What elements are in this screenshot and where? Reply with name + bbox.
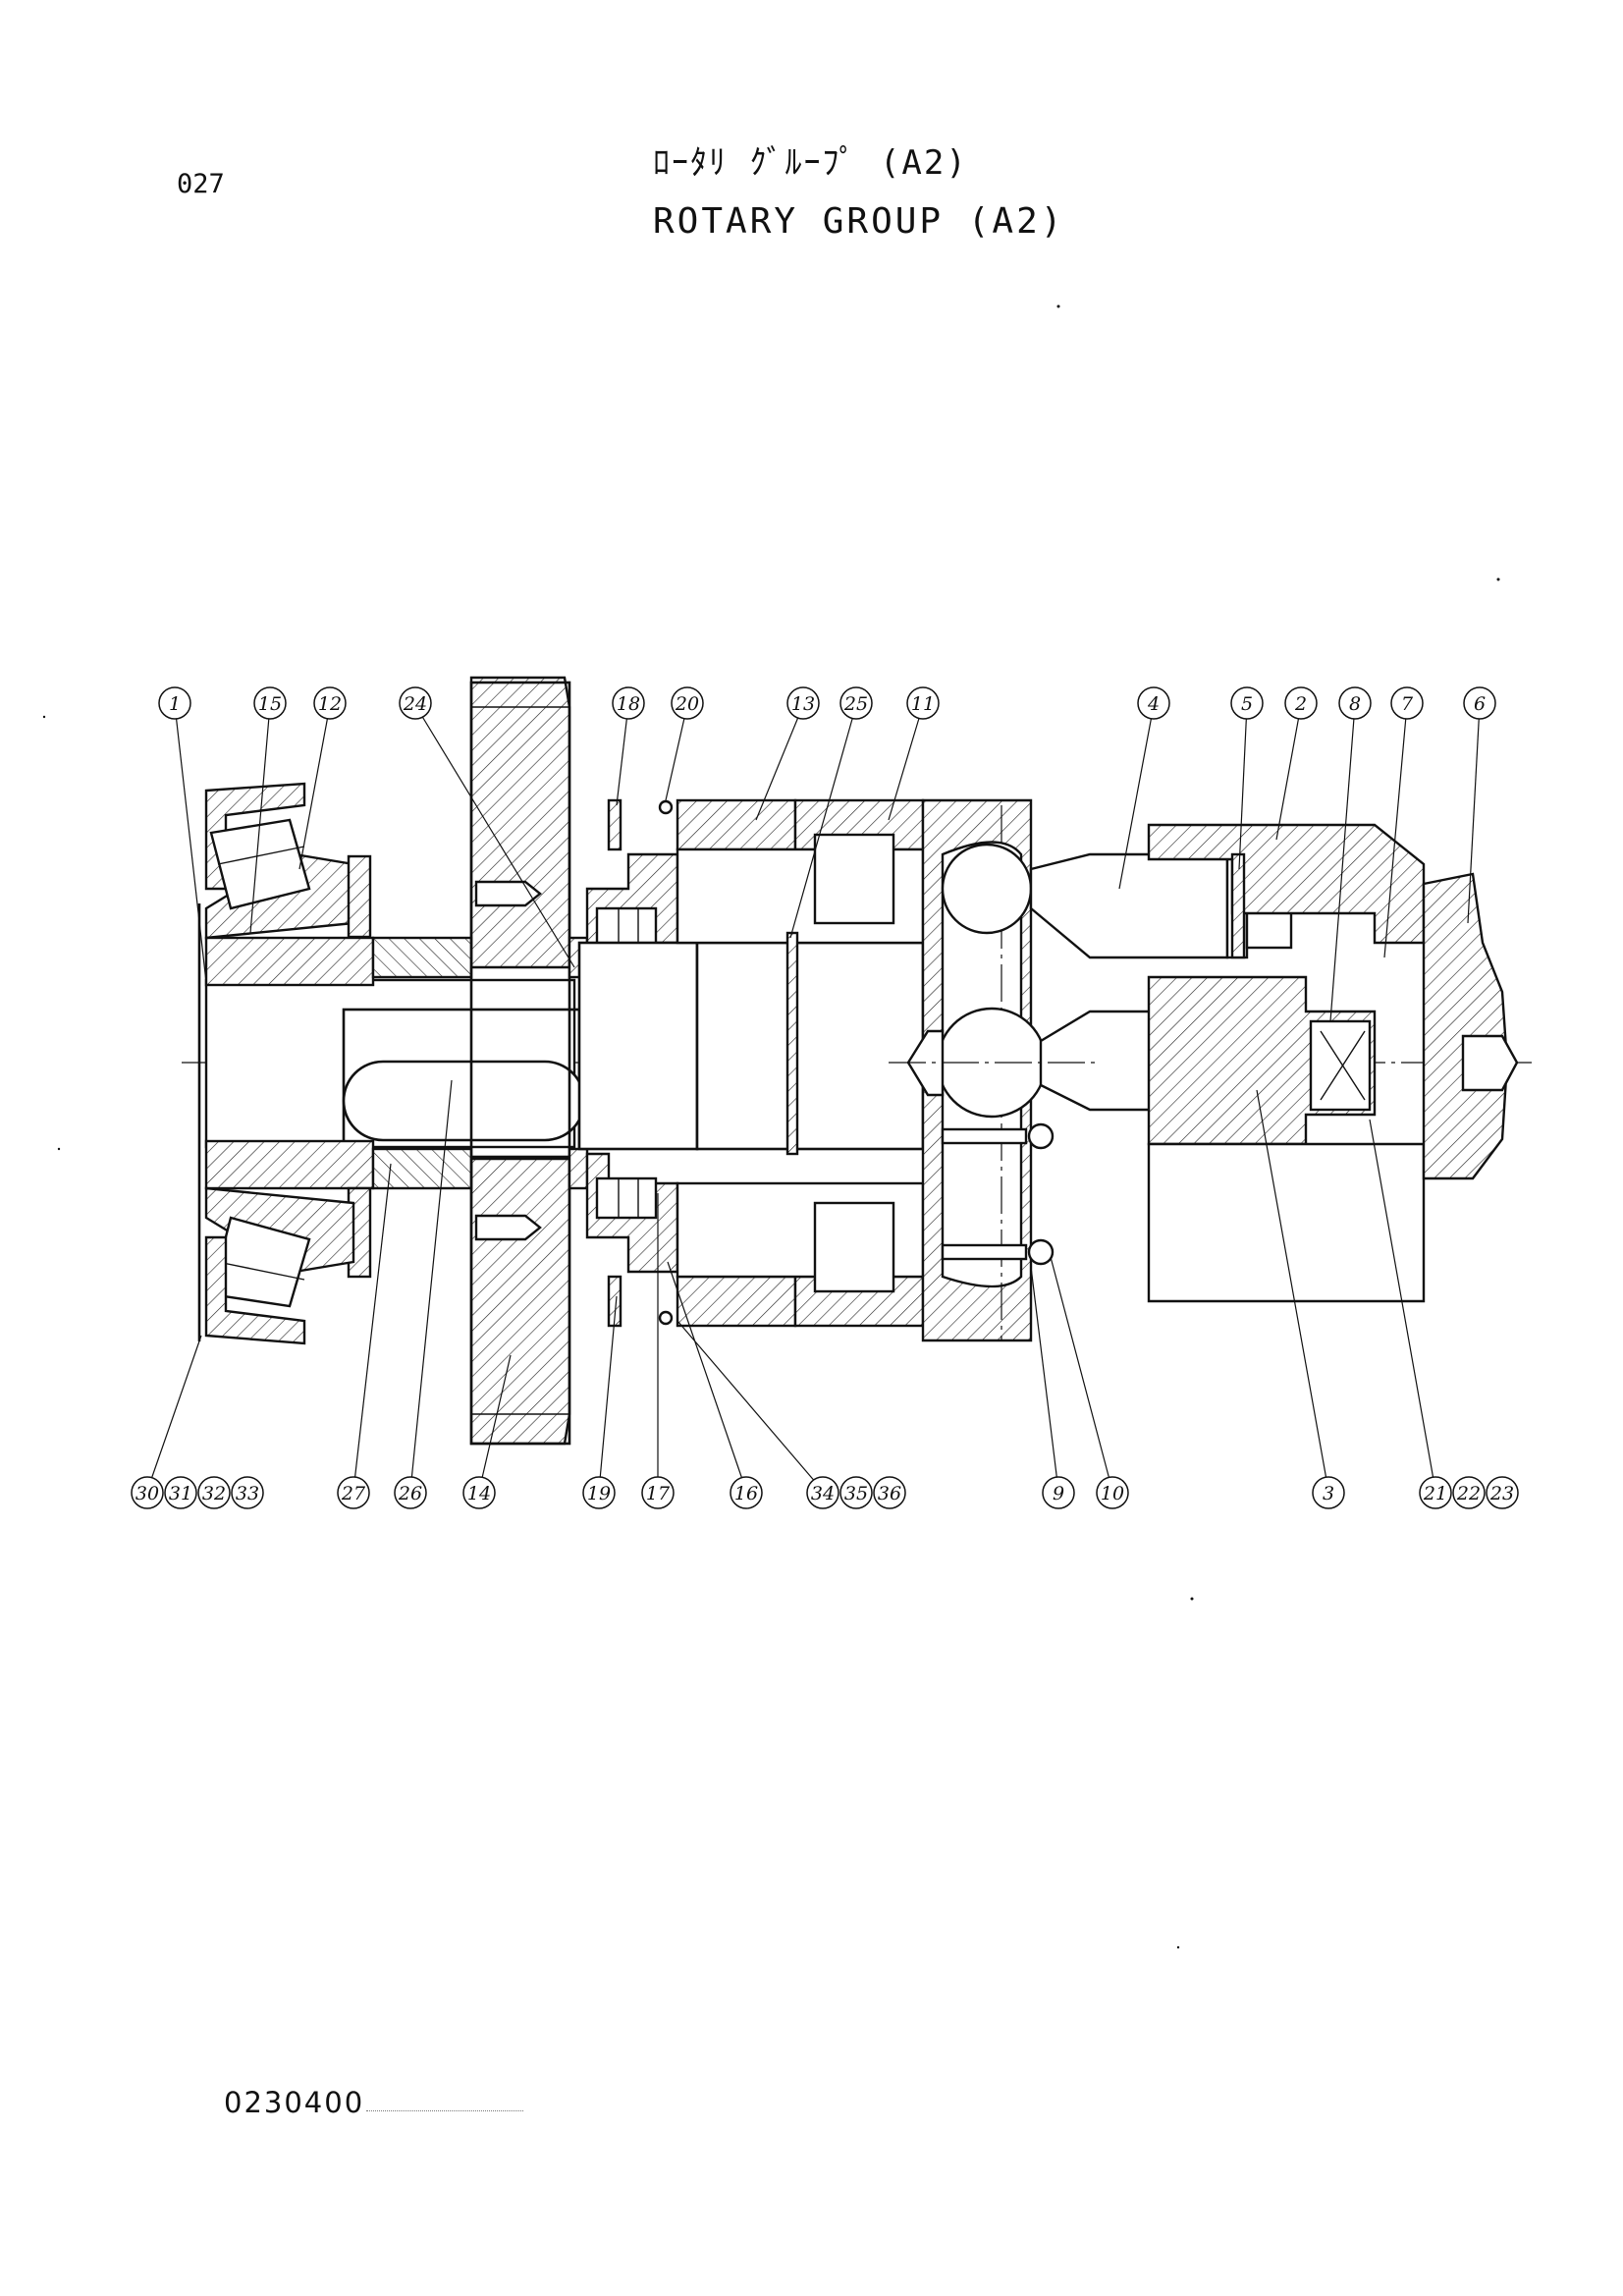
svg-text:5: 5 bbox=[1241, 693, 1253, 715]
callout-5: 5 bbox=[1230, 686, 1264, 720]
svg-text:10: 10 bbox=[1101, 1483, 1124, 1504]
callout-18: 18 bbox=[612, 686, 645, 720]
callout-27: 27 bbox=[337, 1476, 370, 1509]
svg-text:18: 18 bbox=[617, 693, 640, 715]
callout-2: 2 bbox=[1284, 686, 1318, 720]
svg-text:17: 17 bbox=[646, 1483, 671, 1504]
svg-text:3: 3 bbox=[1323, 1483, 1334, 1504]
barrel-housing bbox=[1147, 823, 1426, 1303]
gear bbox=[371, 676, 589, 1446]
svg-text:24: 24 bbox=[403, 693, 427, 715]
svg-text:31: 31 bbox=[169, 1483, 192, 1504]
callout-14: 14 bbox=[462, 1476, 496, 1509]
svg-text:13: 13 bbox=[791, 693, 815, 715]
svg-text:32: 32 bbox=[202, 1483, 226, 1504]
svg-text:16: 16 bbox=[734, 1483, 758, 1504]
callout-6: 6 bbox=[1463, 686, 1496, 720]
bearing-top bbox=[204, 782, 375, 987]
title-english: ROTARY GROUP (A2) bbox=[653, 201, 1065, 242]
callout-leaders bbox=[146, 704, 1481, 1492]
scan-specks bbox=[42, 304, 1500, 1949]
svg-text:7: 7 bbox=[1401, 693, 1414, 715]
callout-31: 31 bbox=[164, 1476, 197, 1509]
drawing-code: 0230400 bbox=[224, 2086, 365, 2119]
callout-24: 24 bbox=[399, 686, 432, 720]
callout-4: 4 bbox=[1137, 686, 1170, 720]
callout-35: 35 bbox=[839, 1476, 873, 1509]
callout-33: 33 bbox=[231, 1476, 264, 1509]
callouts-bottom: 30 31 32 33 27 26 14 19 17 16 34 35 36 9… bbox=[131, 1476, 1519, 1509]
callout-16: 16 bbox=[730, 1476, 763, 1509]
title-japanese: ﾛｰﾀﾘ ｸﾞﾙｰﾌﾟ (A2) bbox=[653, 143, 968, 183]
end-cap bbox=[1422, 872, 1519, 1180]
callouts-top: 1 15 12 24 18 20 13 25 11 4 5 2 8 7 6 bbox=[158, 686, 1496, 720]
svg-text:21: 21 bbox=[1423, 1483, 1447, 1504]
bearing-bottom bbox=[204, 1139, 375, 1345]
drawing-code-underline bbox=[366, 2110, 524, 2111]
callout-8: 8 bbox=[1338, 686, 1372, 720]
callout-15: 15 bbox=[253, 686, 287, 720]
svg-text:11: 11 bbox=[911, 693, 935, 715]
callout-19: 19 bbox=[582, 1476, 616, 1509]
callout-3: 3 bbox=[1312, 1476, 1345, 1509]
svg-text:33: 33 bbox=[236, 1483, 259, 1504]
callout-17: 17 bbox=[641, 1476, 675, 1509]
shaft bbox=[197, 903, 586, 1341]
callout-20: 20 bbox=[671, 686, 704, 720]
callout-1: 1 bbox=[158, 686, 191, 720]
svg-text:19: 19 bbox=[587, 1483, 611, 1504]
callout-34: 34 bbox=[806, 1476, 839, 1509]
callout-21: 21 bbox=[1419, 1476, 1452, 1509]
svg-text:1: 1 bbox=[169, 693, 181, 715]
drawing-code-block: 0230400 bbox=[224, 2080, 524, 2119]
callout-10: 10 bbox=[1096, 1476, 1129, 1509]
callout-36: 36 bbox=[873, 1476, 906, 1509]
svg-text:25: 25 bbox=[843, 693, 868, 715]
svg-text:9: 9 bbox=[1053, 1483, 1064, 1504]
callout-12: 12 bbox=[313, 686, 347, 720]
callout-26: 26 bbox=[394, 1476, 427, 1509]
cylinder-block bbox=[577, 798, 925, 1328]
callout-22: 22 bbox=[1452, 1476, 1486, 1509]
svg-text:22: 22 bbox=[1456, 1483, 1481, 1504]
svg-text:36: 36 bbox=[878, 1483, 901, 1504]
svg-text:26: 26 bbox=[398, 1483, 422, 1504]
callout-7: 7 bbox=[1390, 686, 1424, 720]
page-number: 027 bbox=[177, 169, 225, 199]
svg-text:2: 2 bbox=[1294, 693, 1307, 715]
callout-32: 32 bbox=[197, 1476, 231, 1509]
callout-9: 9 bbox=[1042, 1476, 1075, 1509]
callout-25: 25 bbox=[839, 686, 873, 720]
svg-text:20: 20 bbox=[675, 693, 699, 715]
svg-text:27: 27 bbox=[341, 1483, 366, 1504]
svg-text:15: 15 bbox=[258, 693, 282, 715]
callout-11: 11 bbox=[906, 686, 940, 720]
svg-text:14: 14 bbox=[467, 1483, 491, 1504]
callout-13: 13 bbox=[786, 686, 820, 720]
svg-text:35: 35 bbox=[844, 1483, 868, 1504]
svg-text:23: 23 bbox=[1489, 1483, 1514, 1504]
svg-text:8: 8 bbox=[1349, 693, 1361, 715]
callout-23: 23 bbox=[1486, 1476, 1519, 1509]
svg-text:6: 6 bbox=[1474, 693, 1486, 715]
svg-text:4: 4 bbox=[1147, 693, 1160, 715]
svg-text:34: 34 bbox=[811, 1483, 835, 1504]
svg-text:12: 12 bbox=[318, 693, 342, 715]
svg-text:30: 30 bbox=[135, 1483, 159, 1504]
callout-30: 30 bbox=[131, 1476, 164, 1509]
